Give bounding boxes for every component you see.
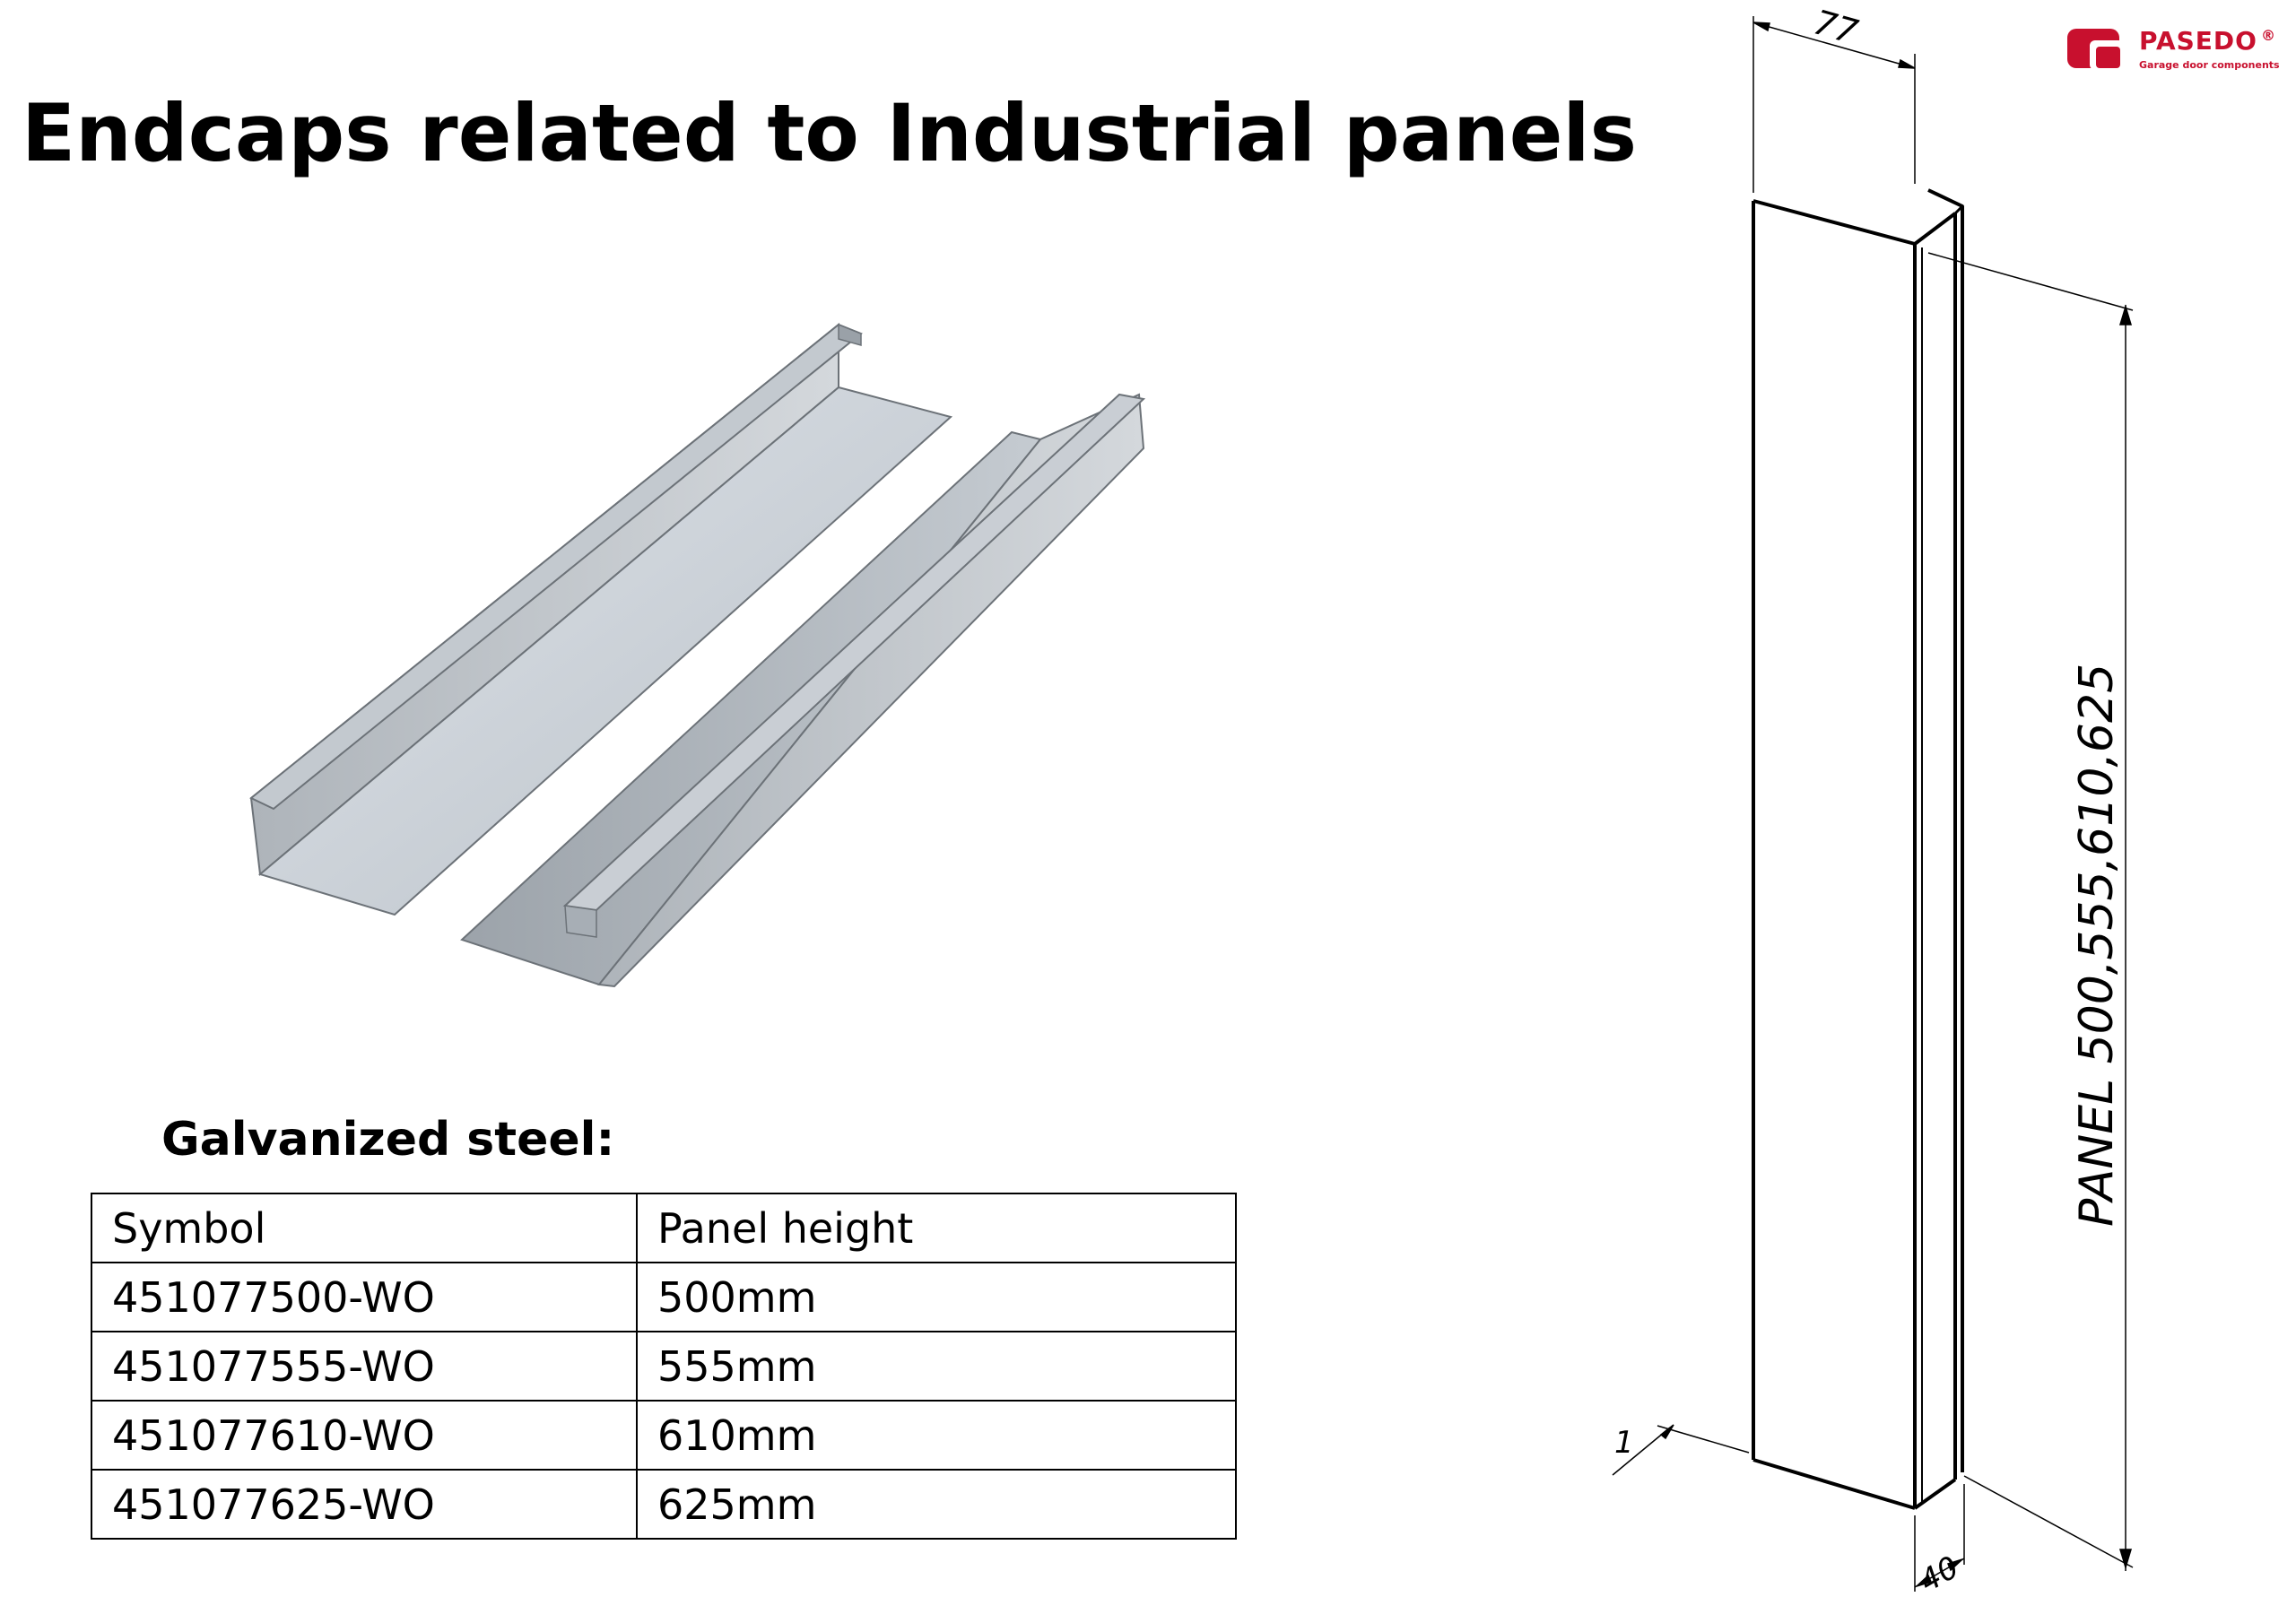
- dimension-thickness: [1612, 1424, 1750, 1476]
- brand-tagline: Garage door components: [2139, 59, 2280, 71]
- cell-symbol: 451077610-WO: [91, 1400, 638, 1471]
- cell-symbol: 451077625-WO: [91, 1469, 638, 1540]
- dimension-top: [1752, 16, 1916, 193]
- dimension-height: [1927, 252, 2134, 1571]
- cell-panel-height: 555mm: [636, 1331, 1237, 1402]
- dimension-bottom: [1914, 1484, 1965, 1592]
- table-header-row: Symbol Panel height: [91, 1193, 1237, 1263]
- cell-symbol: 451077555-WO: [91, 1331, 638, 1402]
- table-row: 451077500-WO 500mm: [91, 1262, 1237, 1332]
- page-title: Endcaps related to Industrial panels: [22, 87, 1637, 179]
- dimension-top-label: 77: [1810, 2, 1863, 52]
- dimension-thickness-label: 1: [1614, 1425, 1634, 1461]
- cell-panel-height: 625mm: [636, 1469, 1237, 1540]
- cell-panel-height: 500mm: [636, 1262, 1237, 1332]
- column-header-panel-height: Panel height: [636, 1193, 1237, 1263]
- dimension-bottom-label: 40: [1914, 1549, 1965, 1600]
- cell-panel-height: 610mm: [636, 1400, 1237, 1471]
- material-label: Galvanized steel:: [161, 1113, 615, 1167]
- dimension-height-label: PANEL 500,555,610,625: [2070, 664, 2124, 1227]
- table-row: 451077555-WO 555mm: [91, 1331, 1237, 1402]
- cell-symbol: 451077500-WO: [91, 1262, 638, 1332]
- brand-name: PASEDO®: [2139, 26, 2276, 56]
- column-header-symbol: Symbol: [91, 1193, 638, 1263]
- table-row: 451077610-WO 610mm: [91, 1400, 1237, 1471]
- table-row: 451077625-WO 625mm: [91, 1469, 1237, 1540]
- panel-height-table: Symbol Panel height 451077500-WO 500mm 4…: [91, 1193, 1237, 1540]
